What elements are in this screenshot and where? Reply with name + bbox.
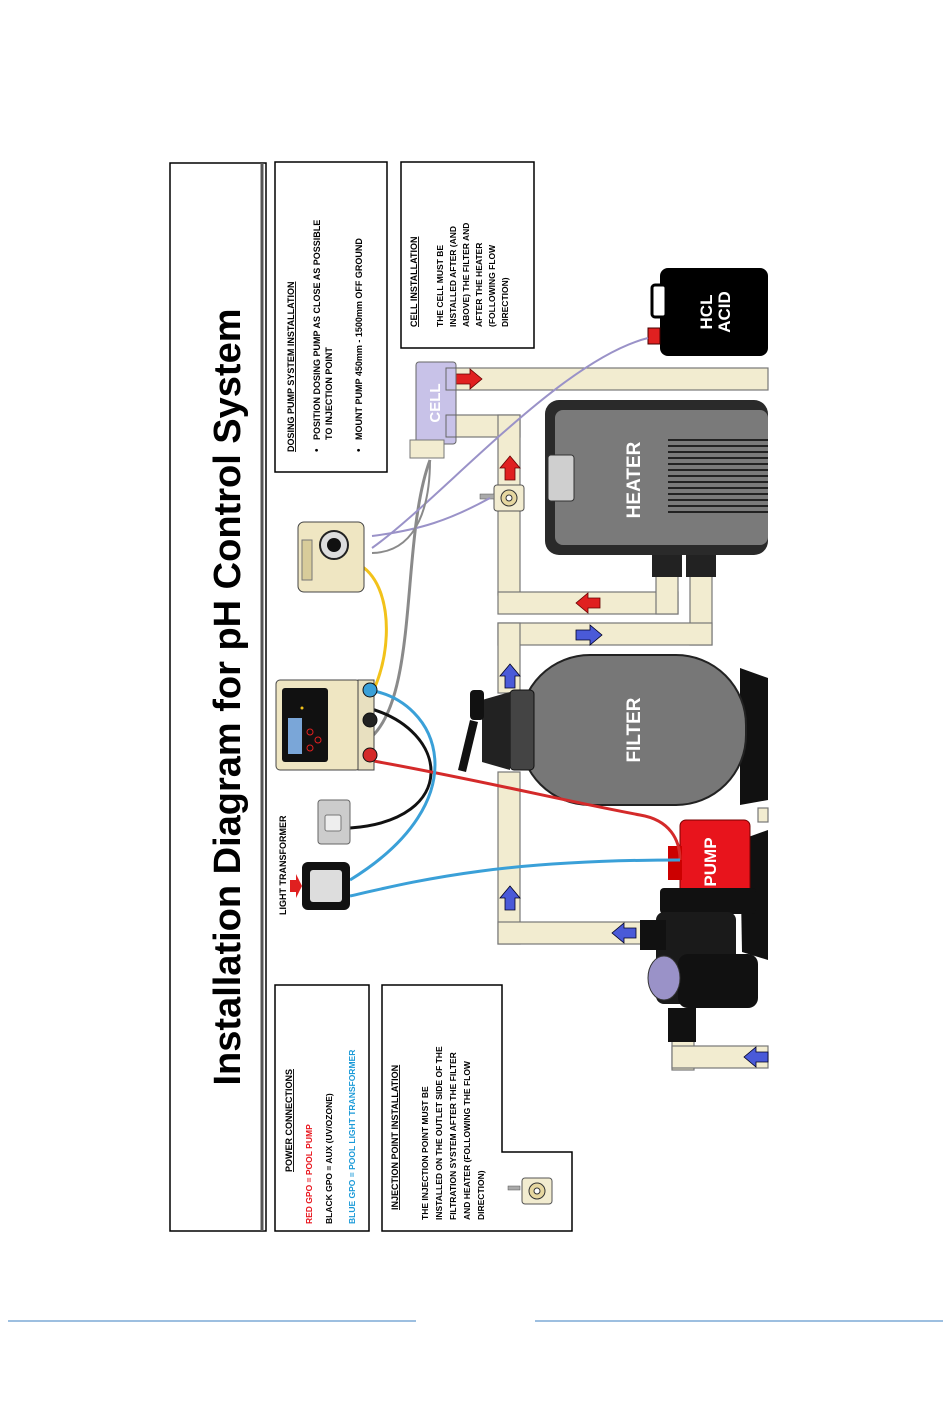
footer-line-right [535,1320,943,1322]
light-transformer-label: LIGHT TRANSFORMER [278,815,288,915]
dosing-bullet-1-line1: POSITION DOSING PUMP AS CLOSE AS POSSIBL… [312,220,322,440]
cell-line-4: AFTER THE HEATER [474,243,484,327]
arrow-blue-right [575,624,603,646]
cell-label: CELL [427,383,444,422]
injection-line-4: AND HEATER (FOLLOWING THE FLOW [462,1060,472,1220]
dosing-bullet-1-mark: • [312,448,323,452]
filter: FILTER [458,654,768,806]
wire-blue-transformer [349,688,437,882]
chlorinator-cell: CELL [409,361,457,459]
heater-label: HEATER [624,441,645,518]
pipework [449,367,769,1071]
arrow-blue-left-bottom [743,1046,769,1068]
hcl-label-line1: HCL [697,295,716,330]
arrow-red-up [499,455,521,481]
dosing-heading: DOSING PUMP SYSTEM INSTALLATION [286,281,296,452]
light-transformer: LIGHT TRANSFORMER [278,815,350,915]
pool-pump: PUMP [640,819,768,1042]
hcl-acid-drum: HCL ACID [647,268,768,356]
hcl-label-line2: ACID [715,291,734,333]
tube-dosing-to-injection [371,497,491,537]
arrow-blue-up-pump [499,885,521,911]
power-box: POWER CONNECTIONS RED GPO = POOL PUMP BL… [274,984,370,1232]
arrow-red-left [575,592,601,614]
page-title: Installation Diagram for pH Control Syst… [207,309,249,1086]
filter-label: FILTER [624,697,645,762]
cell-line-2: INSTALLED AFTER (AND [448,226,458,327]
injection-point [479,484,525,512]
arrow-blue-left-pump [611,922,637,944]
ph-controller [275,679,378,771]
dosing-pump [297,521,365,593]
wire-grey-controller-to-cell [367,459,432,742]
cell-install-box: CELL INSTALLATION THE CELL MUST BE INSTA… [400,161,535,349]
wire-grey-cell [371,459,431,554]
cell-line-5: (FOLLOWING FLOW [487,244,497,327]
dosing-bullet-2-mark: • [354,448,365,452]
power-outlet [317,799,351,845]
dosing-bullet-2: MOUNT PUMP 450mm - 1500mm OFF GROUND [354,238,364,440]
cell-heading: CELL INSTALLATION [409,237,419,328]
transformer-arrow [290,874,302,898]
tube-acid-to-pump [371,337,649,549]
injection-box: INJECTION POINT INSTALLATION THE INJECTI… [381,984,573,1232]
injection-point-icon [507,1177,553,1205]
power-heading: POWER CONNECTIONS [284,1069,294,1172]
title-panel: Installation Diagram for pH Control Syst… [169,162,267,1232]
injection-line-2: INSTALLED ON THE OUTLET SIDE OF THE [434,1046,444,1220]
injection-line-5: DIRECTION) [476,1170,486,1220]
dosing-install-box: DOSING PUMP SYSTEM INSTALLATION • POSITI… [274,161,388,473]
heater: HEATER [545,400,768,577]
heater-vent [668,439,768,513]
wire-red-pump [367,758,682,861]
injection-line-3: FILTRATION SYSTEM AFTER THE FILTER [448,1052,458,1220]
power-black: BLACK GPO = AUX (UV/OZONE) [324,1093,334,1224]
cell-line-6: DIRECTION) [500,277,510,327]
pump-label: PUMP [701,837,720,886]
wires [349,337,682,898]
power-blue: BLUE GPO = POOL LIGHT TRANSFORMER [347,1050,357,1224]
dosing-bullet-1-line2: TO INJECTION POINT [324,347,334,440]
arrow-red-top [455,368,483,390]
flow-arrows [455,368,769,1068]
power-red: RED GPO = POOL PUMP [304,1124,314,1224]
wire-blue-light [349,858,681,898]
cell-line-3: ABOVE) THE FILTER AND [461,223,471,327]
footer-line-left [8,1320,416,1322]
cell-line-1: THE CELL MUST BE [435,245,445,327]
injection-heading: INJECTION POINT INSTALLATION [390,1065,400,1210]
injection-line-1: THE INJECTION POINT MUST BE [420,1086,430,1220]
arrow-blue-up-filter [499,663,521,689]
